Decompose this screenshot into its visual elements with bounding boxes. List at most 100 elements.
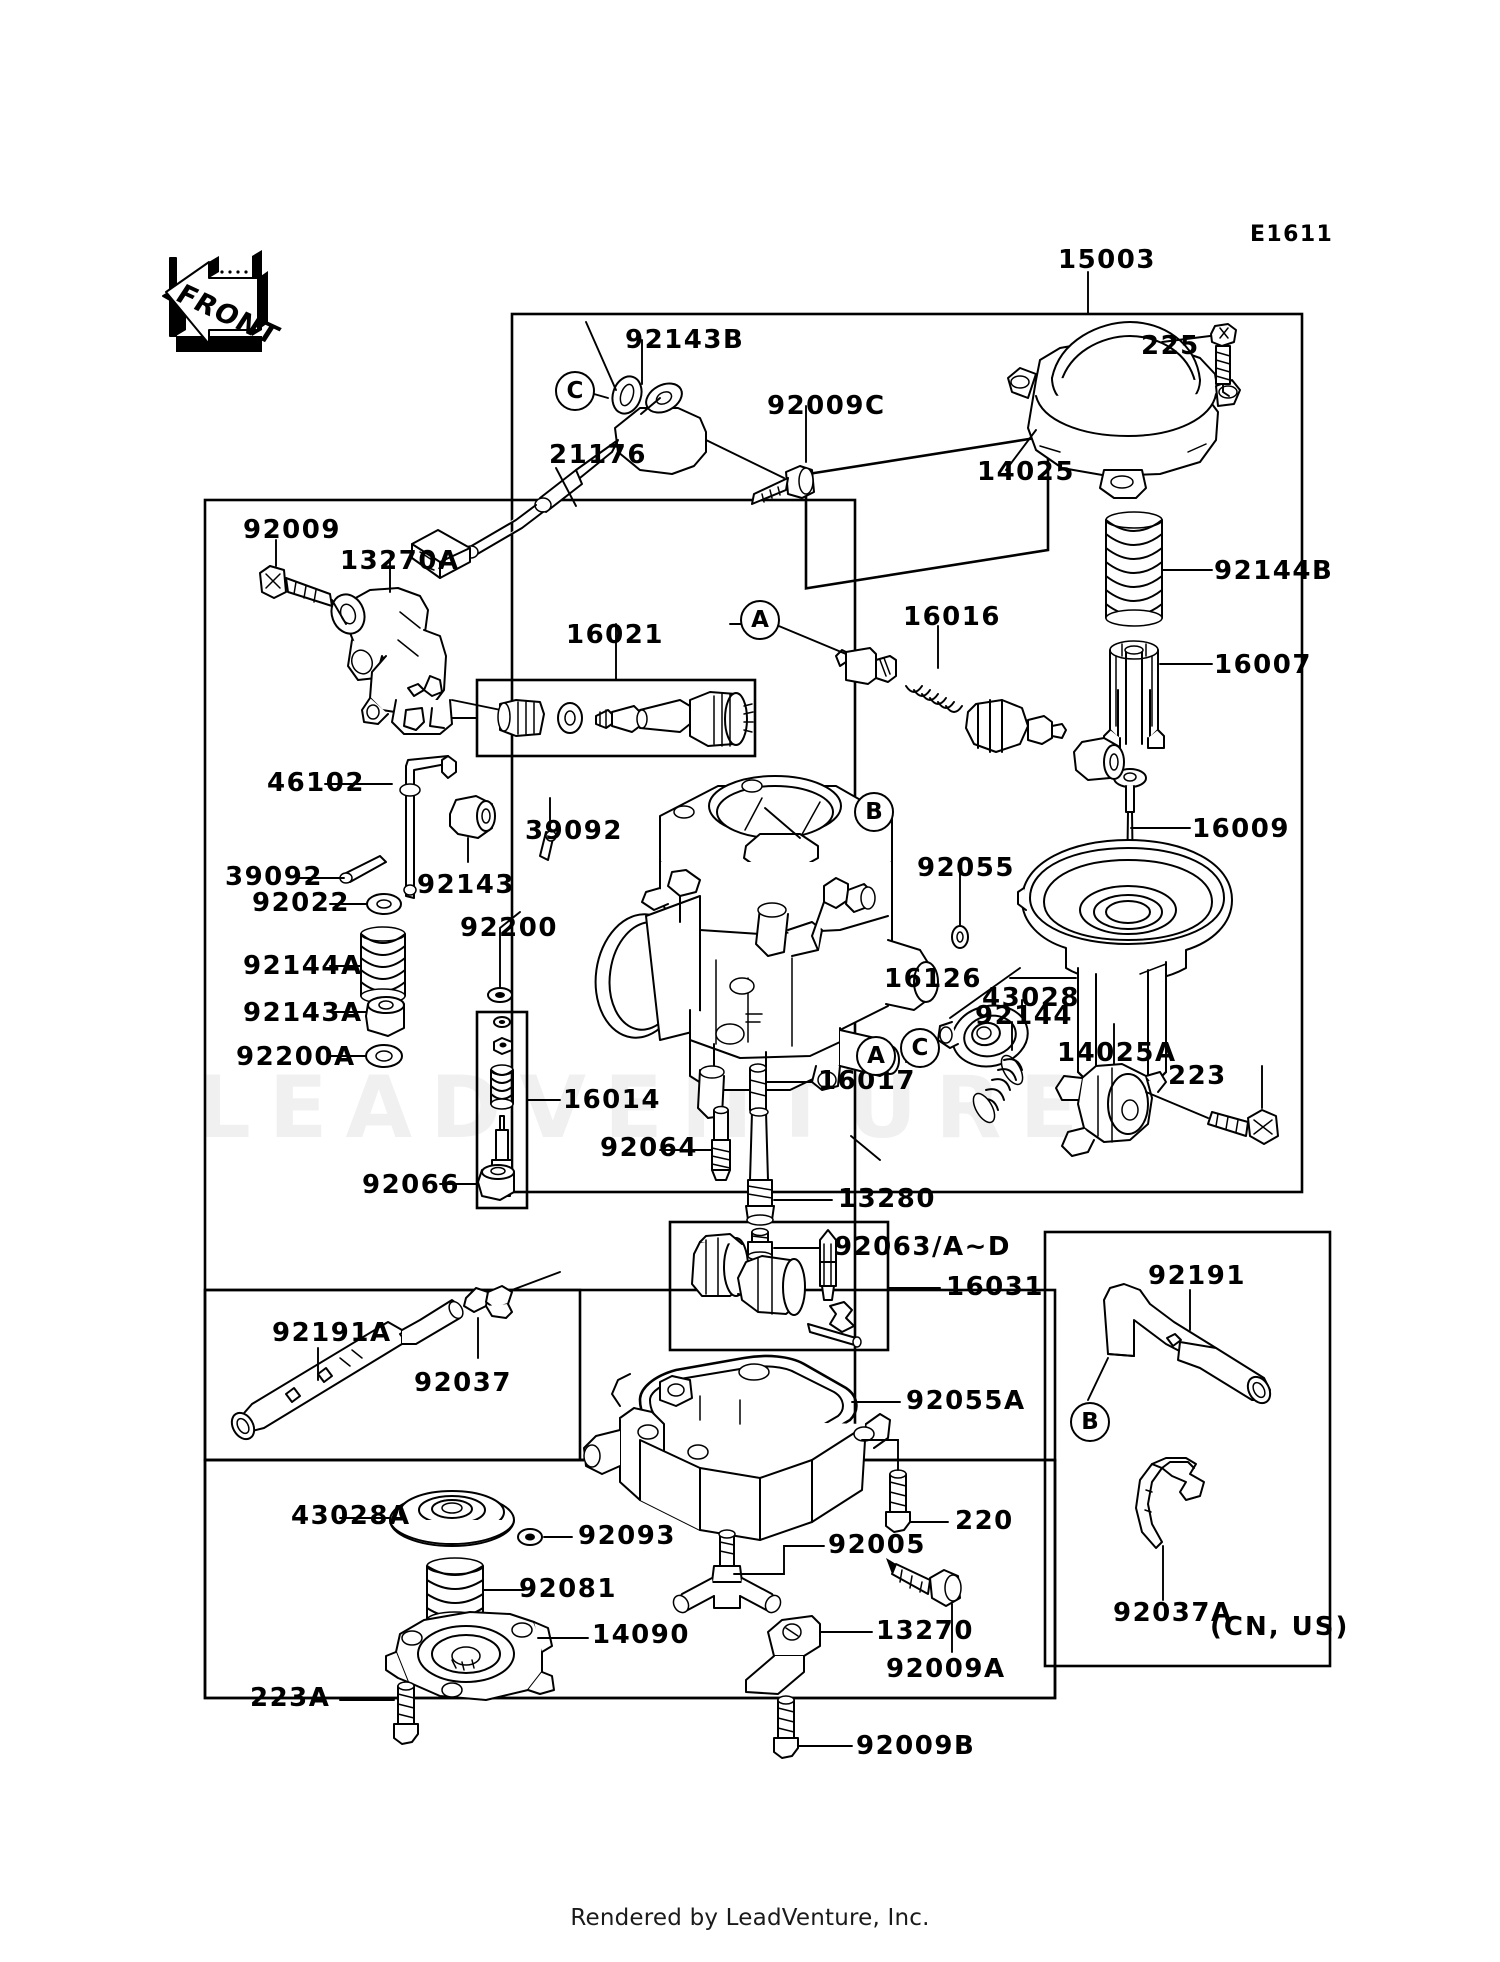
callout-92055: 92055 bbox=[917, 853, 1015, 883]
part-13280-needle-jet bbox=[745, 1107, 775, 1226]
callout-225: 225 bbox=[1141, 331, 1200, 361]
callout-223: 223 bbox=[1168, 1061, 1227, 1091]
callout-92066: 92066 bbox=[362, 1170, 460, 1200]
part-92191-hose bbox=[1103, 1283, 1272, 1405]
part-92009C-screw bbox=[751, 465, 815, 505]
callout-92037: 92037 bbox=[414, 1368, 512, 1398]
callout-92037A: 92037A bbox=[1113, 1598, 1233, 1628]
part-16016-needle-valve-set bbox=[835, 647, 1125, 781]
part-223A-screw bbox=[393, 1681, 419, 1745]
part-14090-cover bbox=[385, 1611, 555, 1701]
reference-marker-c-upper: C bbox=[555, 371, 595, 411]
callout-92009A: 92009A bbox=[886, 1654, 1006, 1684]
callout-14025: 14025 bbox=[977, 457, 1075, 487]
part-220-screw bbox=[885, 1469, 911, 1533]
callout-92144A: 92144A bbox=[243, 951, 363, 981]
part-14025-carburetor-top-cover bbox=[1007, 321, 1241, 499]
callout-223A: 223A bbox=[250, 1683, 331, 1713]
part-43028A-diaphragm bbox=[389, 1490, 515, 1547]
part-92037A-clamp bbox=[1135, 1457, 1205, 1549]
callout-14025A: 14025A bbox=[1057, 1038, 1177, 1068]
callout-92144: 92144 bbox=[975, 1001, 1073, 1031]
part-92055-oring bbox=[951, 925, 969, 949]
part-92022-washer bbox=[366, 893, 402, 915]
callout-92022: 92022 bbox=[252, 888, 350, 918]
callout-21176: 21176 bbox=[549, 440, 647, 470]
callout-92005: 92005 bbox=[828, 1530, 926, 1560]
callout-92143A: 92143A bbox=[243, 998, 363, 1028]
callout-16007: 16007 bbox=[1214, 650, 1312, 680]
region-note: (CN, US) bbox=[1210, 1612, 1350, 1642]
part-92005-tee-fitting bbox=[672, 1529, 782, 1614]
callout-92191A: 92191A bbox=[272, 1318, 392, 1348]
reference-marker-a-upper: A bbox=[740, 600, 780, 640]
callout-39092-lower: 39092 bbox=[225, 862, 323, 892]
callout-16009: 16009 bbox=[1192, 814, 1290, 844]
part-92066-plug bbox=[477, 1164, 515, 1201]
callout-13270A: 13270A bbox=[340, 546, 460, 576]
part-16031-float-set bbox=[691, 1229, 862, 1348]
callout-92200: 92200 bbox=[460, 913, 558, 943]
callout-92009C: 92009C bbox=[767, 391, 886, 421]
part-16007-needle-jet-holder bbox=[1103, 640, 1165, 749]
callout-16031: 16031 bbox=[946, 1272, 1044, 1302]
callout-43028A: 43028A bbox=[291, 1501, 411, 1531]
callout-92009: 92009 bbox=[243, 515, 341, 545]
part-16021-pilot-screw-set bbox=[497, 691, 754, 747]
callout-92143B: 92143B bbox=[625, 325, 745, 355]
callout-220: 220 bbox=[955, 1506, 1014, 1536]
reference-marker-c-lower: C bbox=[900, 1028, 940, 1068]
part-92037-clamp bbox=[463, 1285, 513, 1319]
part-43028-diaphragm bbox=[937, 1004, 1029, 1068]
reference-marker-b-inset: B bbox=[1070, 1402, 1110, 1442]
part-14025A-cover bbox=[1055, 1063, 1167, 1157]
part-16017-pilot-jet bbox=[749, 1063, 767, 1111]
callout-92063: 92063/A~D bbox=[834, 1232, 1011, 1262]
part-39092-pin-right bbox=[539, 830, 557, 861]
callout-14090: 14090 bbox=[592, 1620, 690, 1650]
callout-46102: 46102 bbox=[267, 768, 365, 798]
part-92063-main-jet bbox=[747, 1227, 773, 1261]
callout-16021: 16021 bbox=[566, 620, 664, 650]
callout-16016: 16016 bbox=[903, 602, 1001, 632]
part-92191A-hose bbox=[230, 1299, 464, 1441]
callout-92191: 92191 bbox=[1148, 1261, 1246, 1291]
part-92009A-screw bbox=[886, 1558, 962, 1607]
callout-13280: 13280 bbox=[838, 1184, 936, 1214]
part-92143B-oring bbox=[611, 375, 643, 415]
part-92009B-screw bbox=[773, 1695, 799, 1759]
part-223-screw bbox=[1207, 1109, 1279, 1145]
part-92144B-spring bbox=[1105, 511, 1163, 627]
part-float-bowl bbox=[583, 1354, 891, 1541]
part-225-bolt bbox=[1210, 323, 1237, 397]
part-13270-bracket bbox=[745, 1615, 821, 1695]
callout-92055A: 92055A bbox=[906, 1386, 1026, 1416]
part-21176-choke-plunger bbox=[411, 382, 707, 579]
part-16126-vacuum-piston bbox=[1017, 839, 1233, 1081]
part-92064-screw bbox=[711, 1105, 731, 1181]
part-92200-washer bbox=[487, 987, 513, 1003]
part-92143A-collar bbox=[365, 996, 405, 1037]
footer-attribution: Rendered by LeadVenture, Inc. bbox=[570, 1905, 930, 1931]
callout-92143: 92143 bbox=[417, 870, 515, 900]
part-92093-oring bbox=[517, 1528, 543, 1546]
part-46102-rod bbox=[399, 755, 457, 899]
callout-92064: 92064 bbox=[600, 1133, 698, 1163]
callout-92009B: 92009B bbox=[856, 1731, 976, 1761]
callout-43028: 43028 bbox=[982, 983, 1080, 1013]
diagram-code: E1611 bbox=[1250, 222, 1334, 247]
part-13270A-throttle-bracket bbox=[330, 587, 453, 735]
callout-39092-upper: 39092 bbox=[525, 816, 623, 846]
callout-13270: 13270 bbox=[876, 1616, 974, 1646]
reference-marker-b-body: B bbox=[854, 792, 894, 832]
callout-16014: 16014 bbox=[563, 1085, 661, 1115]
callout-92200A: 92200A bbox=[236, 1042, 356, 1072]
part-92009-screw bbox=[259, 565, 333, 607]
part-39092-pin-left bbox=[339, 855, 387, 884]
callout-92081: 92081 bbox=[519, 1574, 617, 1604]
part-92143-bushing bbox=[449, 795, 496, 839]
reference-marker-a-lower: A bbox=[856, 1036, 896, 1076]
part-92144A-spring bbox=[360, 926, 406, 1004]
